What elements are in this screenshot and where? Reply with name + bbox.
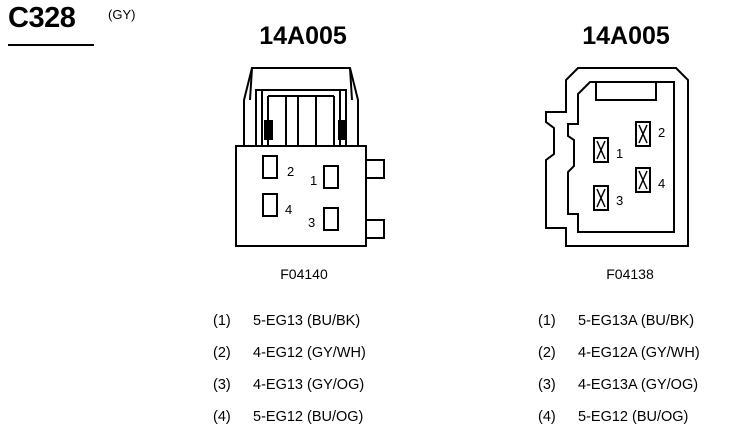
pin-circuit: 5-EG13 (BU/BK) <box>253 313 361 329</box>
left-pin-table: (1) 5-EG13 (BU/BK) (2) 4-EG12 (GY/WH) (3… <box>213 313 433 433</box>
pin-number: (3) <box>213 377 231 393</box>
pin-number: (2) <box>213 345 231 361</box>
connector-id: C328 <box>8 2 76 34</box>
pin-number: (3) <box>538 377 556 393</box>
right-pin-label-4: 4 <box>658 176 665 191</box>
pin-number: (2) <box>538 345 556 361</box>
connector-color: (GY) <box>108 7 136 22</box>
pin-circuit: 4-EG12A (GY/WH) <box>578 345 700 361</box>
pin-number: (1) <box>538 313 556 329</box>
left-pin-label-1: 1 <box>310 173 317 188</box>
left-pin-label-4: 4 <box>285 202 292 217</box>
pin-circuit: 5-EG12 (BU/OG) <box>253 409 364 425</box>
pin-circuit: 4-EG12 (GY/WH) <box>253 345 366 361</box>
pin-number: (1) <box>213 313 231 329</box>
right-pin-label-2: 2 <box>658 125 665 140</box>
left-pin-label-2: 2 <box>287 164 294 179</box>
right-connector-drawing <box>545 67 689 247</box>
pin-circuit: 4-EG13A (GY/OG) <box>578 377 699 393</box>
right-connector-pin-labels: 1 2 3 4 <box>616 125 665 208</box>
right-pin-table: (1) 5-EG13A (BU/BK) (2) 4-EG12A (GY/WH) … <box>538 313 733 433</box>
right-connector-terminal-crosses <box>596 124 648 208</box>
left-connector-drawing <box>235 67 385 247</box>
pin-circuit: 5-EG12 (BU/OG) <box>578 409 689 425</box>
left-figure-code: F04140 <box>280 266 328 282</box>
right-pin-label-1: 1 <box>616 146 623 161</box>
pin-number: (4) <box>538 409 556 425</box>
right-pin-label-3: 3 <box>616 193 623 208</box>
pin-number: (4) <box>213 409 231 425</box>
connector-id-underline <box>8 44 94 46</box>
left-connector-latch-dark <box>264 120 347 140</box>
left-connector-pin-labels: 2 1 4 3 <box>285 164 317 230</box>
left-part-number: 14A005 <box>259 22 347 50</box>
right-part-number: 14A005 <box>582 22 670 50</box>
left-pin-label-3: 3 <box>308 215 315 230</box>
pin-circuit: 4-EG13 (GY/OG) <box>253 377 365 393</box>
pin-circuit: 5-EG13A (BU/BK) <box>578 313 695 329</box>
right-figure-code: F04138 <box>606 266 654 282</box>
